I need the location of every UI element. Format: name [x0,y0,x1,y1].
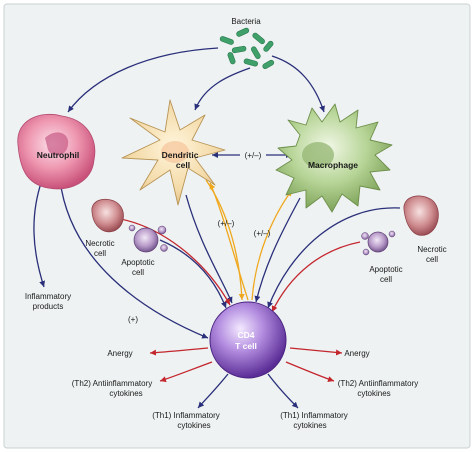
arrow-bacteria-neutrophil [67,47,219,113]
label-necrotic-left-1: Necrotic [85,239,114,248]
label-anergy-left: Anergy [107,349,132,358]
necrotic-cell-right [403,195,439,236]
arrow-tcell-macrophage-orange [251,189,293,301]
label-th1-left-2: cytokines [177,421,210,430]
label-th2-left-2: cytokines [109,389,142,398]
label-macrophage: Macrophage [308,160,358,170]
label-th2-right-2: cytokines [357,389,390,398]
label-necrotic-left-2: cell [94,249,106,258]
label-th1-left-1: (Th1) Inflammatory [152,411,220,420]
arrow-bacteria-dendritic [194,67,251,111]
labels: Bacteria Neutrophil Dendritic cell Macro… [25,17,447,430]
macrophage-cell [275,103,393,213]
label-inflammatory-2: products [33,302,64,311]
arrow-neutrophil-products [33,179,46,288]
arrow-dendritic-tcell-blue [185,194,233,304]
label-pm-left: (+/–) [218,219,235,228]
cd4-t-cell [209,301,287,379]
label-th2-right-1: (Th2) Antiinflammatory [338,379,418,388]
arrow-tcell-th2-right [285,361,335,382]
apoptotic-cell-right [361,230,396,256]
arrow-bacteria-macrophage [271,55,325,113]
arrow-tcell-th1-left [197,373,229,409]
necrotic-cell-left [91,198,124,233]
label-apoptotic-left-1: Apoptotic [121,258,154,267]
label-pm-right: (+/–) [254,229,271,238]
label-dendritic-1: Dendritic [162,150,199,160]
arrow-apoptotic-left-tcell [159,239,227,309]
label-neutrophil: Neutrophil [37,150,80,160]
label-th1-right-2: cytokines [293,421,326,430]
label-tcell-2: T cell [235,341,257,351]
label-necrotic-right-1: Necrotic [417,245,446,254]
arrow-apoptotic-right-tcell [271,241,361,313]
arrow-tcell-dendritic-orange [209,182,249,301]
arrow-tcell-anergy-right [289,347,343,356]
arrow-necrotic-right-tcell [267,207,401,309]
arrow-macrophage-tcell-blue [254,197,301,303]
label-dc-mac-interaction: (+/–) [245,151,262,160]
neutrophil-cell [17,113,96,190]
label-anergy-right: Anergy [344,349,369,358]
label-inflammatory-1: Inflammatory [25,292,71,301]
label-apoptotic-left-2: cell [132,268,144,277]
arrow-tcell-anergy-left [149,347,209,356]
label-th2-left-1: (Th2) Antiinflammatory [72,379,152,388]
arrow-tcell-th1-right [267,373,299,409]
apoptotic-cell-left [128,224,168,253]
arrow-neutrophil-tcell [59,179,209,339]
label-bacteria: Bacteria [231,17,261,26]
label-dendritic-2: cell [176,160,190,170]
label-apoptotic-right-2: cell [380,275,392,284]
label-plus: (+) [128,315,138,324]
label-apoptotic-right-1: Apoptotic [369,265,402,274]
arrow-necrotic-left-tcell [114,217,231,306]
arrows [33,47,401,409]
dendritic-cell [121,99,226,206]
bacteria-cluster [219,27,275,69]
label-necrotic-right-2: cell [426,255,438,264]
label-tcell-1: CD4 [237,330,254,340]
label-th1-right-1: (Th1) Inflammatory [280,411,348,420]
arrow-tcell-th2-left [159,361,213,383]
